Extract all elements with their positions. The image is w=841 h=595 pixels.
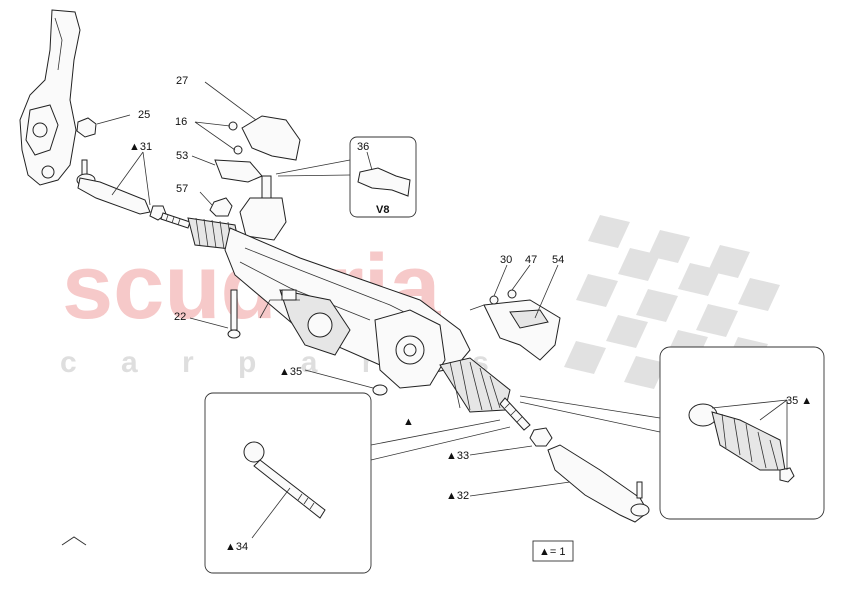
cap-35	[304, 369, 388, 396]
checkered-flag-watermark	[564, 215, 780, 389]
bracket-assembly-54	[469, 264, 561, 361]
callout-31: ▲31	[129, 141, 152, 153]
callout-53: 53	[176, 150, 188, 162]
inset-inner-tie-rod	[204, 392, 511, 574]
callout-22: 22	[174, 311, 186, 323]
callout-47: 47	[525, 254, 537, 266]
callout-33: ▲33	[446, 450, 469, 462]
bolt-22	[189, 289, 241, 339]
bracket-53	[191, 155, 263, 183]
nut-25	[76, 114, 131, 138]
pinion-shaft	[239, 175, 287, 241]
callout-25: 25	[138, 109, 150, 121]
chevron-up-icon[interactable]	[61, 536, 87, 546]
callout-36: 36	[357, 141, 369, 153]
callout-35-right: 35 ▲	[786, 395, 812, 407]
callout-57: 57	[176, 183, 188, 195]
callout-35-left: ▲35	[279, 366, 302, 378]
rack-housing	[224, 227, 471, 389]
threaded-rod-left	[160, 212, 191, 229]
bracket-27	[204, 81, 301, 161]
callout-34: ▲34	[225, 541, 248, 553]
legend-text: ▲= 1	[539, 546, 566, 558]
callout-16: 16	[175, 116, 187, 128]
callout-labels: 25 27 16 53 57 ▲31 22 36 V8 30 47 54 ▲35…	[129, 75, 812, 553]
legend: ▲= 1	[532, 540, 574, 562]
inset-v8	[275, 136, 417, 218]
callout-30: 30	[500, 254, 512, 266]
bolts-16	[194, 121, 243, 155]
steering-knuckle	[19, 9, 81, 186]
nut-57	[199, 191, 233, 217]
legend-frame	[532, 540, 574, 562]
nut-33	[469, 427, 553, 456]
threaded-rod-right	[499, 397, 531, 431]
callout-54: 54	[552, 254, 564, 266]
callout-triangle: ▲	[403, 416, 414, 428]
callout-32: ▲32	[446, 490, 469, 502]
tie-rod-end-right	[469, 444, 650, 523]
tie-rod-end-left	[76, 151, 167, 221]
callout-27: 27	[176, 75, 188, 87]
inset-bellows-kit	[519, 346, 825, 520]
callout-v8: V8	[376, 204, 389, 216]
